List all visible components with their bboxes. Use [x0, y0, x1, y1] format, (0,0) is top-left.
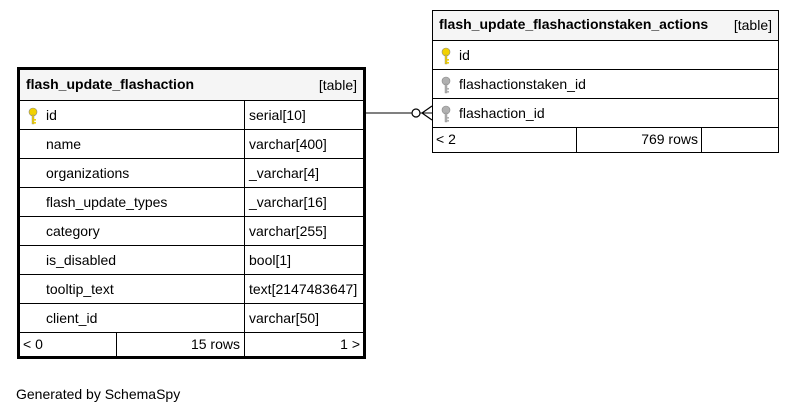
column-row[interactable]: tooltip_text text[2147483647]	[20, 275, 363, 304]
primary-key-icon	[28, 107, 38, 125]
table-header: flash_update_flashactionstaken_actions […	[433, 11, 778, 41]
column-row[interactable]: is_disabled bool[1]	[20, 246, 363, 275]
column-row[interactable]: name varchar[400]	[20, 130, 363, 159]
column-name: name	[46, 136, 82, 152]
column-type: varchar[400]	[249, 136, 327, 152]
column-name: id	[459, 47, 470, 63]
column-name: flashactionstaken_id	[459, 76, 586, 92]
column-name: client_id	[46, 310, 98, 326]
generated-by-label: Generated by SchemaSpy	[16, 386, 181, 402]
column-name: organizations	[46, 165, 130, 181]
table-kind: [table]	[318, 77, 357, 93]
foreign-key-icon	[441, 105, 451, 123]
table-footer: < 2 769 rows	[433, 128, 778, 152]
column-row[interactable]: flash_update_types _varchar[16]	[20, 188, 363, 217]
column-type: varchar[255]	[249, 223, 327, 239]
column-type: _varchar[4]	[249, 165, 320, 181]
column-name: flashaction_id	[459, 105, 545, 121]
column-name: id	[46, 107, 57, 123]
column-row[interactable]: flashactionstaken_id	[433, 70, 778, 99]
footer-divider	[701, 128, 702, 152]
column-row[interactable]: flashaction_id	[433, 99, 778, 128]
foreign-key-icon	[441, 76, 451, 94]
flash-update-flashaction-table[interactable]: flash_update_flashaction [table] id seria…	[17, 67, 366, 359]
primary-key-icon	[441, 47, 451, 65]
column-divider	[244, 101, 245, 359]
column-type: text[2147483647]	[249, 281, 358, 297]
flash-update-flashactionstaken-actions-table[interactable]: flash_update_flashactionstaken_actions […	[432, 10, 779, 153]
column-type: bool[1]	[249, 252, 292, 268]
column-row[interactable]: client_id varchar[50]	[20, 304, 363, 333]
column-name: tooltip_text	[46, 281, 114, 297]
parents-count: < 0	[23, 336, 43, 352]
table-name: flash_update_flashactionstaken_actions	[439, 16, 709, 32]
column-type: serial[10]	[249, 107, 306, 123]
column-name: flash_update_types	[46, 194, 168, 210]
footer-divider	[576, 128, 577, 152]
column-type: varchar[50]	[249, 310, 320, 326]
column-name: category	[46, 223, 100, 239]
table-kind: [table]	[733, 17, 772, 33]
table-name: flash_update_flashaction	[26, 76, 195, 92]
footer-divider	[116, 333, 117, 359]
column-row[interactable]: category varchar[255]	[20, 217, 363, 246]
column-row[interactable]: id serial[10]	[20, 101, 363, 130]
row-count: 769 rows	[641, 131, 698, 147]
row-count: 15 rows	[190, 336, 240, 352]
parents-count: < 2	[436, 131, 456, 147]
table-header: flash_update_flashaction [table]	[20, 70, 363, 101]
column-row[interactable]: id	[433, 41, 778, 70]
column-name: is_disabled	[46, 252, 117, 268]
table-footer: < 0 15 rows 1 >	[20, 333, 363, 357]
children-count: 1 >	[340, 336, 360, 352]
column-type: _varchar[16]	[249, 194, 327, 210]
column-row[interactable]: organizations _varchar[4]	[20, 159, 363, 188]
